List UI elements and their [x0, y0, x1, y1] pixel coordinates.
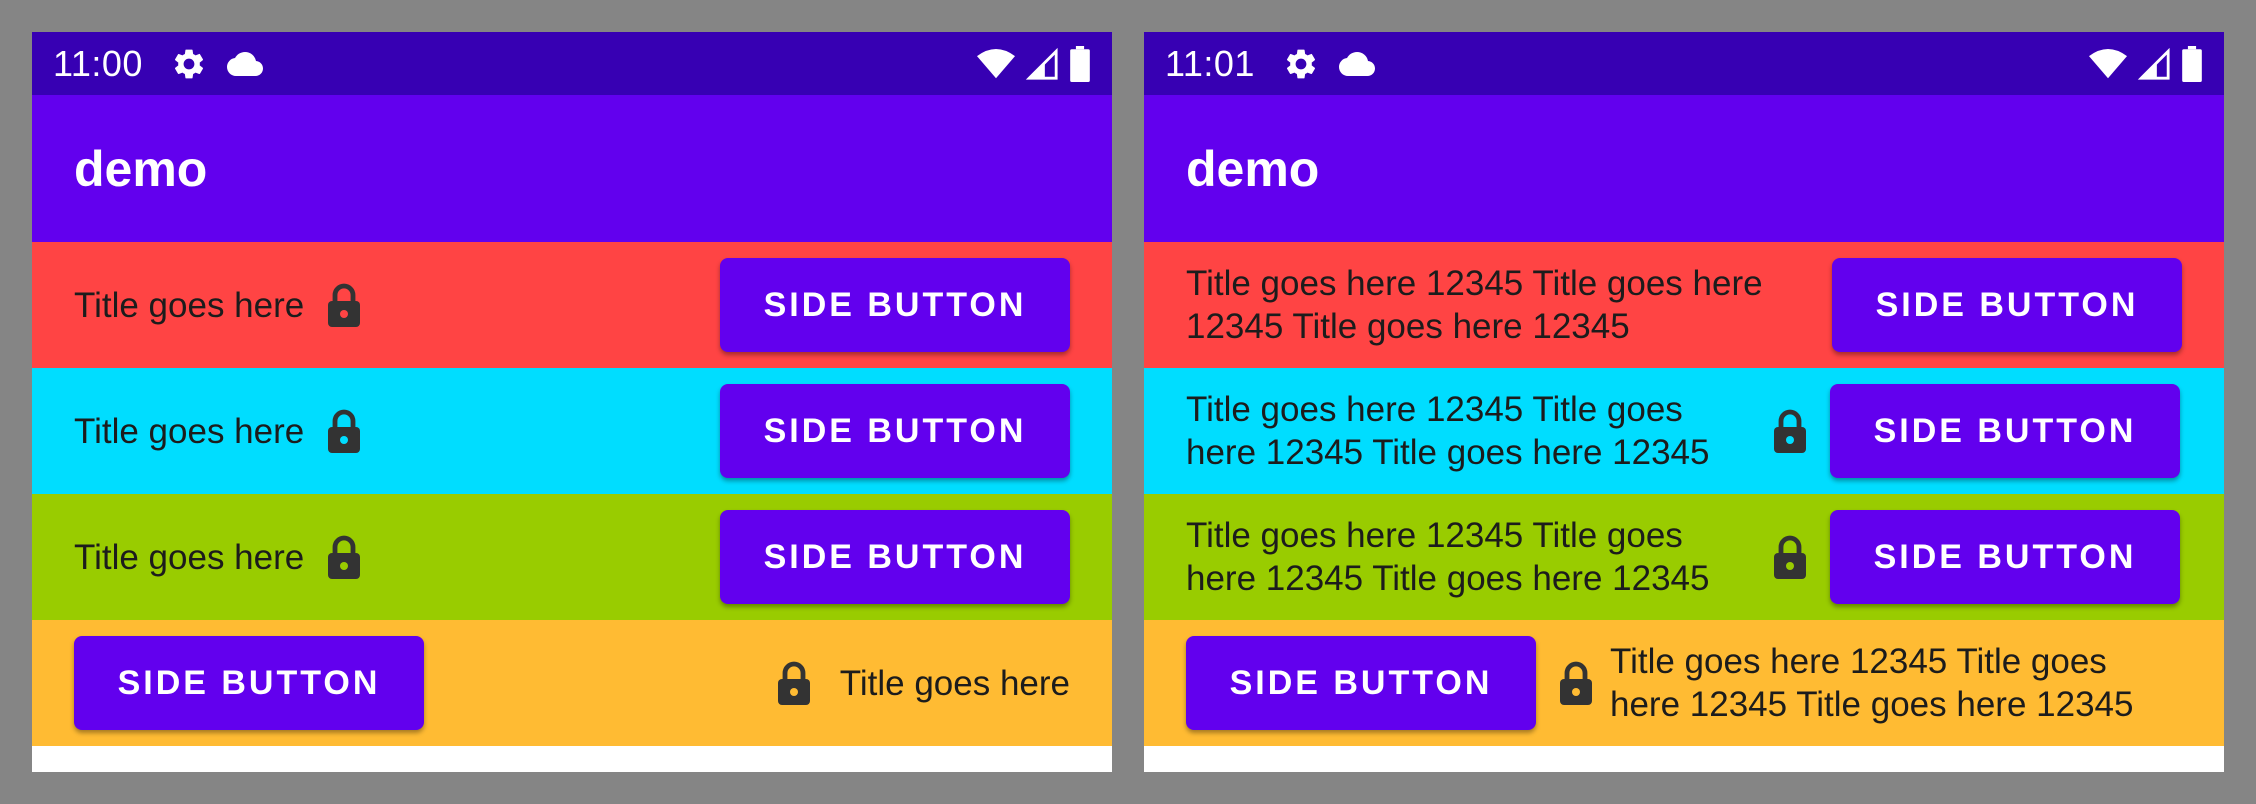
list-row-reversed: SIDE BUTTON Title goes here: [32, 620, 1112, 746]
app-title: demo: [74, 140, 208, 197]
wifi-icon: [2089, 47, 2127, 81]
side-button[interactable]: SIDE BUTTON: [1186, 636, 1536, 730]
gear-icon: [171, 46, 207, 82]
cloud-icon: [225, 46, 265, 82]
gear-icon: [1283, 46, 1319, 82]
status-bar: 11:00: [32, 32, 1112, 95]
row-title: Title goes here: [839, 663, 1070, 703]
battery-icon: [2181, 45, 2203, 82]
side-button[interactable]: SIDE BUTTON: [1832, 258, 2182, 352]
list-row: Title goes here SIDE BUTTON: [32, 242, 1112, 368]
list-row-reversed: SIDE BUTTON Title goes here 12345 Title …: [1144, 620, 2224, 746]
app-bar: demo: [32, 95, 1112, 242]
row-title: Title goes here: [74, 537, 305, 577]
list-row: Title goes here SIDE BUTTON: [32, 494, 1112, 620]
phone-screen-left: 11:00 demo Title goes here: [32, 32, 1112, 772]
list-row: Title goes here SIDE BUTTON: [32, 368, 1112, 494]
side-button[interactable]: SIDE BUTTON: [1830, 384, 2180, 478]
lock-icon: [776, 660, 812, 706]
row-title: Title goes here: [74, 411, 305, 451]
battery-icon: [1069, 45, 1091, 82]
status-time: 11:00: [53, 42, 143, 84]
side-button[interactable]: SIDE BUTTON: [720, 384, 1070, 478]
list-row: Title goes here 12345 Title goes here 12…: [1144, 368, 2224, 494]
list-row: Title goes here 12345 Title goes here 12…: [1144, 494, 2224, 620]
cloud-icon: [1337, 46, 1377, 82]
side-button[interactable]: SIDE BUTTON: [720, 258, 1070, 352]
app-title: demo: [1186, 140, 1320, 197]
cell-signal-icon: [2137, 47, 2171, 81]
lock-icon: [326, 408, 362, 454]
lock-icon: [326, 534, 362, 580]
row-title: Title goes here 12345 Title goes here 12…: [1186, 516, 1710, 598]
lock-icon: [1772, 534, 1808, 580]
row-title: Title goes here 12345 Title goes here 12…: [1186, 264, 1763, 346]
side-button[interactable]: SIDE BUTTON: [720, 510, 1070, 604]
row-title: Title goes here: [74, 285, 305, 325]
status-bar: 11:01: [1144, 32, 2224, 95]
side-button[interactable]: SIDE BUTTON: [1830, 510, 2180, 604]
side-button[interactable]: SIDE BUTTON: [74, 636, 424, 730]
status-time: 11:01: [1165, 42, 1255, 84]
lock-icon: [1558, 660, 1594, 706]
list-row: Title goes here 12345 Title goes here 12…: [1144, 242, 2224, 368]
lock-icon: [1772, 408, 1808, 454]
lock-icon: [326, 282, 362, 328]
wifi-icon: [977, 47, 1015, 81]
cell-signal-icon: [1025, 47, 1059, 81]
app-bar: demo: [1144, 95, 2224, 242]
phone-screen-right: 11:01 demo Title goes here 12345 Title g…: [1144, 32, 2224, 772]
row-title: Title goes here 12345 Title goes here 12…: [1610, 642, 2134, 724]
row-title: Title goes here 12345 Title goes here 12…: [1186, 390, 1710, 472]
